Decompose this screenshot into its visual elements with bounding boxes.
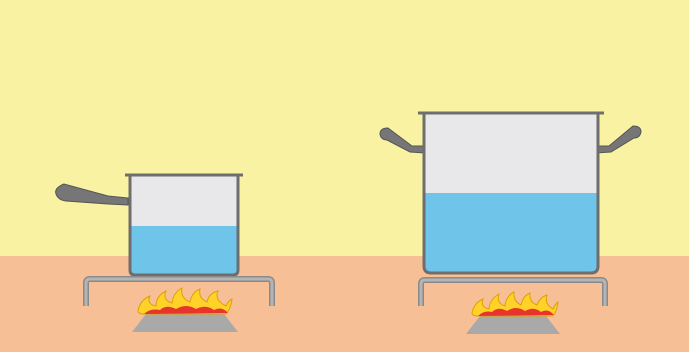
small-saucepan-water: [130, 226, 238, 274]
large-burner-base: [466, 316, 560, 334]
small-burner-base: [132, 314, 238, 332]
large-stockpot-water: [424, 193, 598, 272]
